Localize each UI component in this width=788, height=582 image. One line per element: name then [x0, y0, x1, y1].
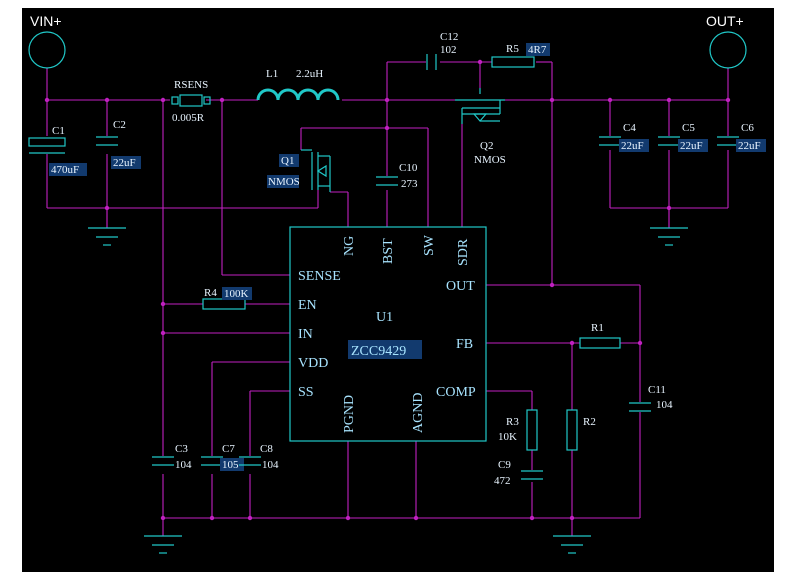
c3-ref: C3 [175, 443, 188, 455]
capacitor-c10: C10 273 [376, 162, 418, 190]
c8-value: 104 [262, 459, 279, 471]
capacitor-c9: C9 472 [494, 459, 543, 487]
q1-ref: Q1 [281, 155, 294, 167]
pin-ss: SS [298, 385, 314, 400]
resistor-r5: R5 4R7 [491, 43, 550, 68]
pin-en: EN [298, 298, 317, 313]
c11-ref: C11 [648, 384, 666, 396]
pin-sdr: SDR [456, 238, 471, 266]
c10-ref: C10 [399, 162, 418, 174]
c12-value: 102 [440, 44, 457, 56]
capacitor-c6: C6 22uF [717, 122, 766, 152]
c2-value: 22uF [113, 157, 136, 169]
c11-value: 104 [656, 399, 673, 411]
rsens-value: 0.005R [172, 112, 205, 124]
r5-ref: R5 [506, 43, 519, 55]
capacitor-c4: C4 22uF [599, 122, 649, 152]
r5-value: 4R7 [528, 44, 547, 56]
r4-value: 100K [224, 288, 249, 300]
c5-value: 22uF [680, 140, 703, 152]
mosfet-q2: Q2 NMOS [455, 88, 506, 166]
q1-value: NMOS [268, 176, 300, 188]
pin-in: IN [298, 327, 313, 342]
r4-ref: R4 [204, 287, 217, 299]
vin-terminal: VIN+ [28, 13, 66, 69]
pin-fb: FB [456, 337, 473, 352]
c4-ref: C4 [623, 122, 636, 134]
schematic-background [22, 8, 774, 572]
l1-value: 2.2uH [296, 68, 323, 80]
resistor-r1: R1 [579, 322, 621, 349]
c7-ref: C7 [222, 443, 235, 455]
junctions [44, 59, 731, 521]
ground-symbol-bottom-right [553, 535, 591, 554]
pin-sense: SENSE [298, 269, 341, 284]
capacitor-c8: C8 104 [239, 443, 279, 471]
mosfet-q1: Q1 NMOS [267, 149, 331, 192]
ic-ref: U1 [376, 310, 393, 325]
q2-value: NMOS [474, 154, 506, 166]
capacitor-c1: C1 470uF [28, 125, 87, 176]
r1-ref: R1 [591, 322, 604, 334]
c5-ref: C5 [682, 122, 695, 134]
c9-ref: C9 [498, 459, 511, 471]
pin-out: OUT [446, 279, 475, 294]
rsens-ref: RSENS [174, 79, 208, 91]
c6-value: 22uF [738, 140, 761, 152]
ground-symbol-input [88, 227, 126, 246]
c4-value: 22uF [621, 140, 644, 152]
pin-bst: BST [381, 238, 396, 264]
capacitor-c5: C5 22uF [658, 122, 708, 152]
pin-pgnd: PGND [342, 395, 357, 433]
c7-value: 105 [222, 459, 239, 471]
wires [46, 61, 730, 536]
ground-symbol-output [650, 227, 688, 246]
pin-vdd: VDD [298, 356, 328, 371]
vin-label: VIN+ [30, 13, 62, 29]
ground-symbol-bottom-left [144, 535, 182, 554]
pin-agnd: AGND [411, 393, 426, 433]
resistor-r2: R2 [566, 409, 596, 451]
c1-value: 470uF [51, 164, 79, 176]
l1-ref: L1 [266, 68, 278, 80]
pin-ng: NG [342, 236, 357, 256]
c12-ref: C12 [440, 31, 458, 43]
out-terminal: OUT+ [706, 13, 747, 69]
c6-ref: C6 [741, 122, 754, 134]
capacitor-c12: C12 102 [426, 31, 458, 70]
resistor-r3: R3 10K [498, 409, 538, 451]
r3-ref: R3 [506, 416, 519, 428]
r2-ref: R2 [583, 416, 596, 428]
c8-ref: C8 [260, 443, 273, 455]
r3-value: 10K [498, 431, 517, 443]
resistor-r4: R4 100K [202, 287, 252, 310]
capacitor-c3: C3 104 [152, 443, 192, 471]
q2-ref: Q2 [480, 140, 493, 152]
ic-u1: U1 ZCC9429 SENSE EN IN VDD SS OUT FB COM… [289, 226, 487, 442]
inductor-l1: L1 2.2uH [256, 68, 340, 101]
out-label: OUT+ [706, 13, 744, 29]
capacitor-c2: C2 22uF [96, 119, 141, 169]
capacitor-c7: C7 105 [201, 443, 244, 471]
ic-part-number: ZCC9429 [351, 344, 406, 359]
resistor-rsens: RSENS 0.005R [171, 79, 211, 124]
c2-ref: C2 [113, 119, 126, 131]
c9-value: 472 [494, 475, 511, 487]
capacitor-c11: C11 104 [629, 384, 673, 412]
pin-sw: SW [422, 234, 437, 256]
pin-comp: COMP [436, 385, 476, 400]
c1-ref: C1 [52, 125, 65, 137]
c10-value: 273 [401, 178, 418, 190]
c3-value: 104 [175, 459, 192, 471]
